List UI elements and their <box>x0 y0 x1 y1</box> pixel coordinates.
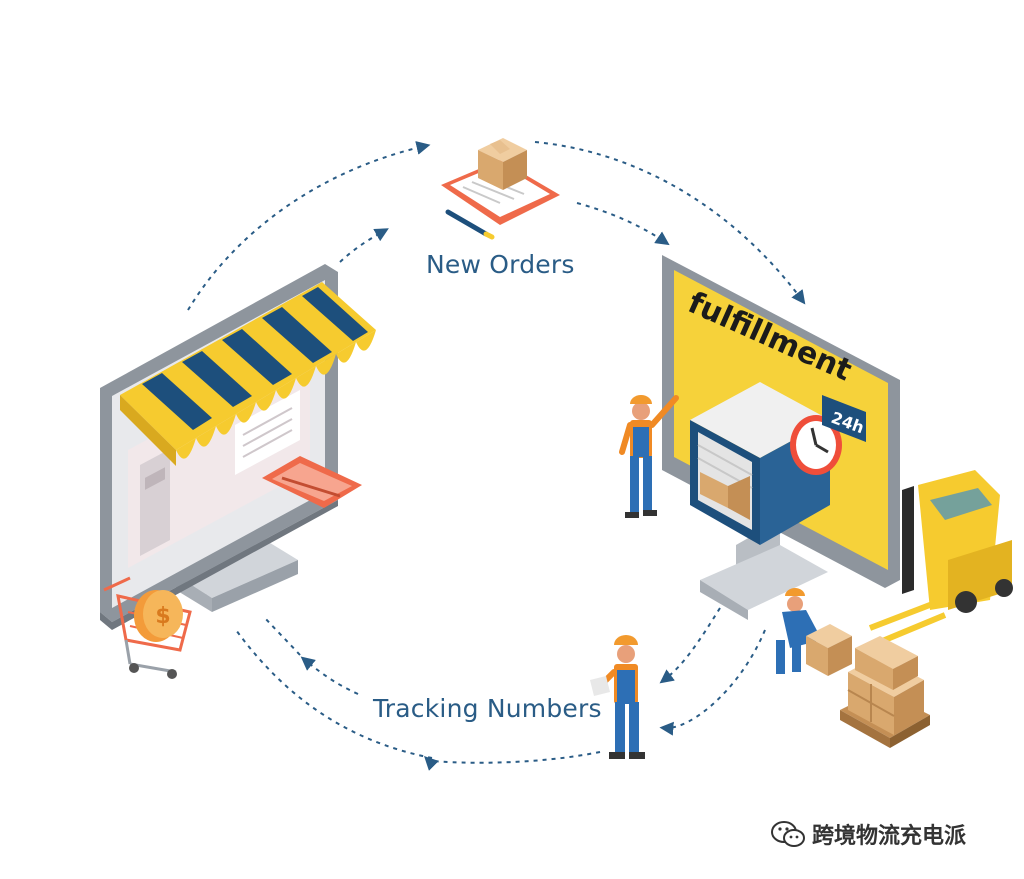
arrow-outer-bottom-left-2 <box>235 629 433 759</box>
shopping-cart-icon: $ <box>103 576 192 679</box>
arrow-inner-top-right <box>576 202 670 246</box>
arrow-outer-bottom-left <box>423 751 601 771</box>
cycle-arrows <box>187 141 806 771</box>
arrow-outer-top-right <box>534 141 806 305</box>
arrow-outer-top-left <box>187 141 431 311</box>
svg-text:$: $ <box>155 604 170 629</box>
order-clipboard-icon <box>441 138 560 240</box>
pallet-boxes-icon <box>840 636 930 748</box>
credit-card-icon <box>262 456 362 508</box>
watermark-text: 跨境物流充电派 <box>812 824 967 849</box>
watermark: 跨境物流充电派 <box>770 818 966 850</box>
arrow-outer-bottom-right <box>659 629 766 736</box>
arrow-inner-top-left <box>339 228 389 263</box>
new-orders-label: New Orders <box>426 250 575 279</box>
fulfillment-monitor <box>662 255 900 620</box>
wechat-icon <box>771 821 805 847</box>
worker-pointing <box>619 395 679 518</box>
forklift-icon <box>868 470 1013 645</box>
worker-carrying-box <box>776 588 852 676</box>
tracking-numbers-label: Tracking Numbers <box>373 694 602 723</box>
arrow-bottom-left-tail <box>264 617 301 656</box>
arrow-inner-bottom-left <box>300 656 359 695</box>
arrow-inner-bottom-right <box>659 607 721 684</box>
storefront-monitor <box>100 264 376 630</box>
worker-with-clipboard <box>590 635 645 759</box>
